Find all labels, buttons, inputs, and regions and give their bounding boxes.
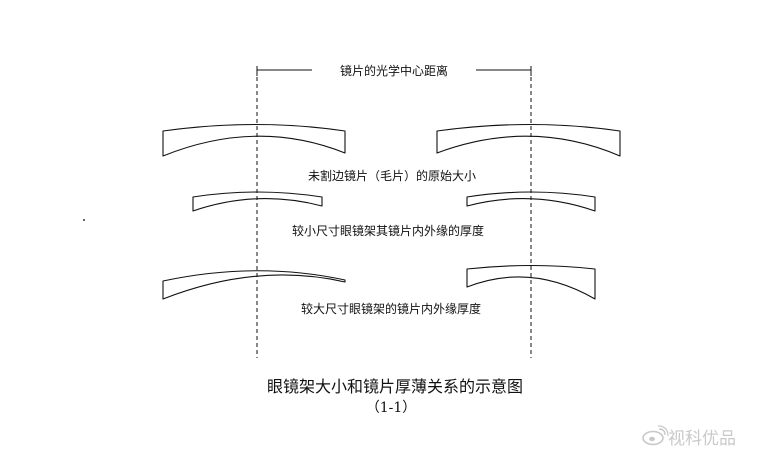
uncut-lens-label: 未割边镜片（毛片）的原始大小 bbox=[308, 168, 476, 183]
large-frame-lens-right bbox=[466, 264, 596, 300]
caption-figure-number: （1-1） bbox=[366, 400, 417, 416]
weibo-icon bbox=[642, 425, 669, 446]
large-frame-lens-left bbox=[162, 270, 346, 300]
small-frame-label: 较小尺寸眼镜架其镜片内外缘的厚度 bbox=[292, 223, 484, 238]
small-frame-lens-left bbox=[192, 191, 323, 212]
caption-title: 眼镜架大小和镜片厚薄关系的示意图 bbox=[267, 377, 523, 396]
stray-dot bbox=[83, 219, 85, 221]
large-frame-label: 较大尺寸眼镜架的镜片内外缘厚度 bbox=[301, 301, 481, 316]
watermark-text: 视科优品 bbox=[668, 429, 736, 449]
optical-center-distance-label: 镜片的光学中心距离 bbox=[340, 63, 448, 78]
small-frame-lens-right bbox=[466, 191, 596, 212]
optical-center-dimension bbox=[256, 66, 532, 76]
uncut-lens-left bbox=[162, 123, 346, 157]
uncut-lens-right bbox=[436, 123, 621, 157]
